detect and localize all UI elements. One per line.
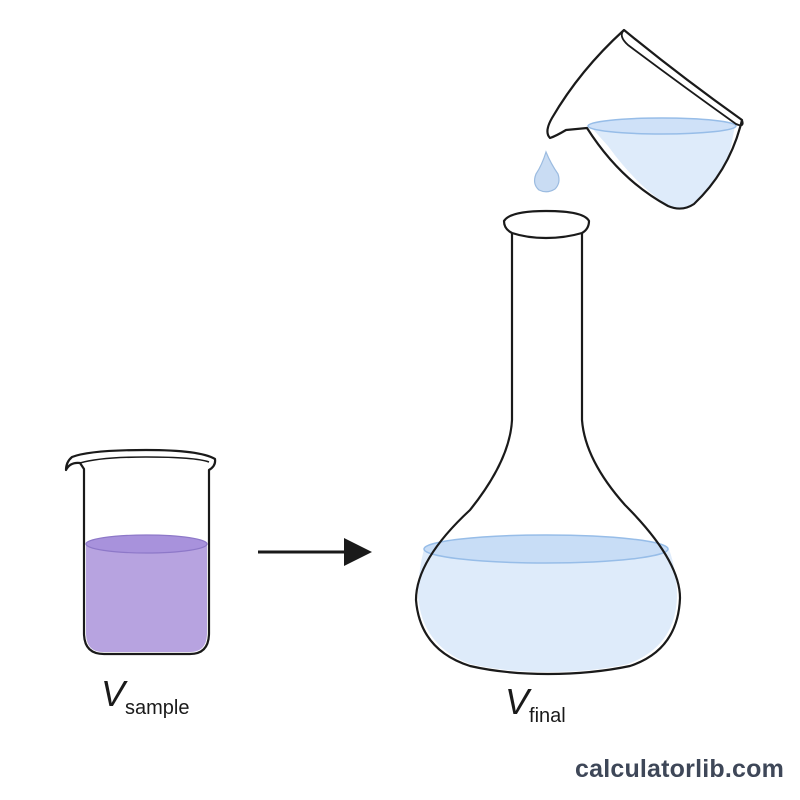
pour-beaker-rim <box>620 29 744 127</box>
sample-liquid-surface <box>85 534 208 554</box>
solvent-liquid <box>418 549 677 672</box>
beaker-icon <box>64 448 217 656</box>
sample-liquid <box>86 544 207 652</box>
arrow-right-icon <box>258 538 372 566</box>
sample-volume-subscript: sample <box>125 697 190 719</box>
arrow-head <box>344 538 372 566</box>
pour-liquid-surface <box>587 117 737 135</box>
flask-outline <box>414 233 682 676</box>
droplet-icon <box>533 150 560 193</box>
beaker-outline <box>64 448 217 656</box>
solvent-surface <box>423 534 669 564</box>
final-volume-subscript: final <box>529 705 566 727</box>
sample-volume-symbol: V <box>101 673 126 714</box>
pour-liquid <box>590 126 735 209</box>
watermark: calculatorlib.com <box>574 755 784 783</box>
pour-beaker-outline <box>546 28 744 210</box>
volumetric-flask-icon <box>414 209 682 676</box>
final-volume-symbol: V <box>505 681 530 722</box>
sample-volume-label: Vsample <box>101 673 190 719</box>
final-volume-label: Vfinal <box>505 681 566 727</box>
pouring-beaker-icon <box>546 28 744 210</box>
beaker-rim <box>79 456 210 464</box>
flask-lip <box>502 209 591 240</box>
